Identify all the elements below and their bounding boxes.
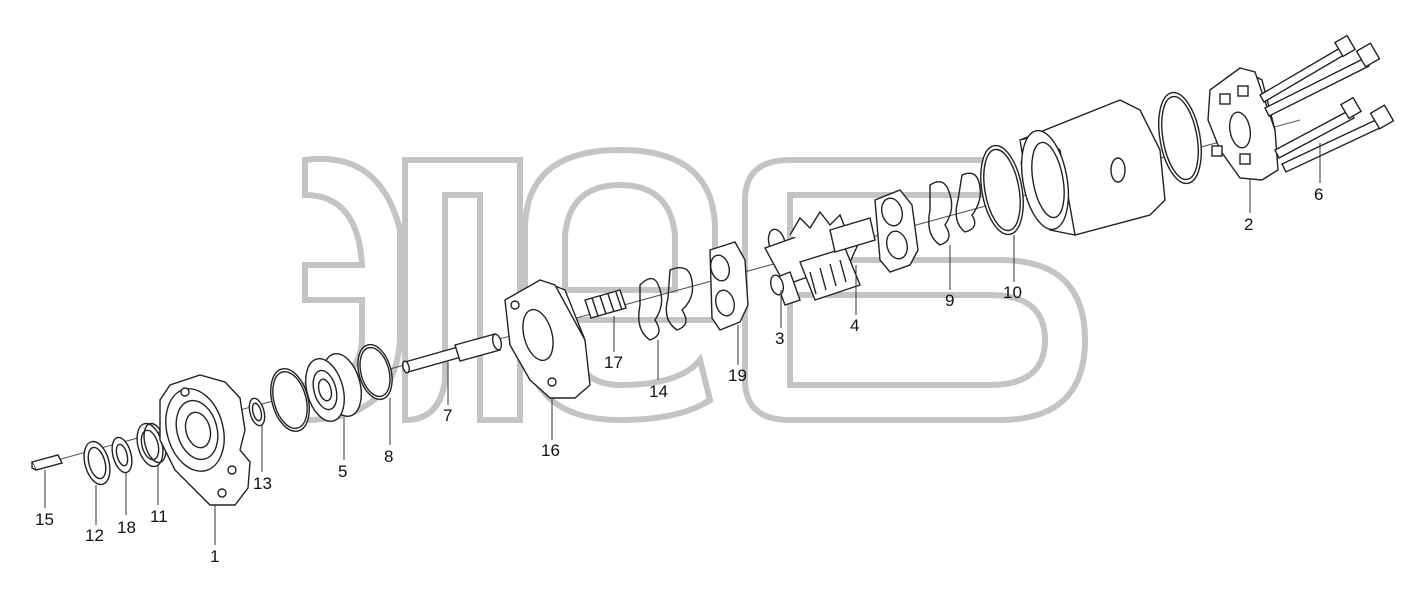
label-11: 11 <box>150 507 168 526</box>
part-10-o-ring <box>980 144 1024 236</box>
leader-lines <box>44 143 1321 545</box>
part-4-driven-gear <box>799 217 876 301</box>
part-12-ring <box>83 440 111 486</box>
part-16-flange-plate <box>504 279 591 399</box>
part-15-key <box>30 454 64 471</box>
part-13-snap-ring <box>248 397 266 427</box>
label-9: 9 <box>945 291 954 310</box>
label-19: 19 <box>728 366 747 385</box>
label-8: 8 <box>384 447 393 466</box>
o-ring-rear <box>1158 91 1202 185</box>
parts-drawing <box>30 34 1395 506</box>
part-labels: 15 12 18 11 1 13 5 8 7 16 17 14 19 3 4 9… <box>35 185 1323 566</box>
bushing-block-rear <box>874 189 919 273</box>
label-7: 7 <box>443 406 452 425</box>
part-1-front-cover <box>159 374 251 506</box>
label-18: 18 <box>117 518 136 537</box>
part-17-spline <box>584 289 627 319</box>
part-2-rear-cover <box>1207 67 1279 181</box>
part-8-o-ring <box>357 343 393 401</box>
part-14-gasket <box>638 267 694 341</box>
label-15: 15 <box>35 510 54 529</box>
watermark: TM <box>302 146 1089 424</box>
label-17: 17 <box>604 353 623 372</box>
o-ring-front <box>270 368 310 432</box>
part-7-shaft <box>402 333 503 374</box>
label-2: 2 <box>1244 215 1253 234</box>
label-12: 12 <box>85 526 104 545</box>
label-4: 4 <box>850 316 859 335</box>
label-14: 14 <box>649 382 668 401</box>
label-3: 3 <box>775 329 784 348</box>
label-6: 6 <box>1314 185 1323 204</box>
part-19-bushing-block <box>709 241 749 331</box>
label-13: 13 <box>253 474 272 493</box>
label-5: 5 <box>338 462 347 481</box>
label-1: 1 <box>210 547 219 566</box>
part-6-bolts <box>1259 34 1395 173</box>
part-5-bearing <box>305 353 362 422</box>
part-18-washer <box>111 436 133 474</box>
label-16: 16 <box>541 441 560 460</box>
part-9-gasket <box>928 172 982 246</box>
pump-housing <box>1019 99 1166 236</box>
label-10: 10 <box>1003 283 1022 302</box>
